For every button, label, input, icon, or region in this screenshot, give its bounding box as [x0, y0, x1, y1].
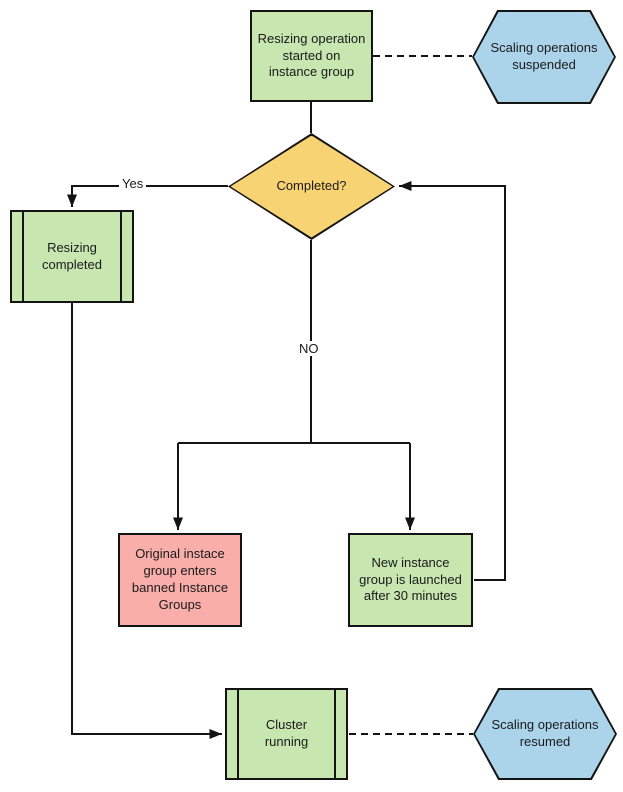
node-scaling-resumed[interactable]: Scaling operations resumed [473, 688, 617, 780]
node-resizing-completed-label: Resizing completed [42, 239, 102, 272]
hexagon-shape [475, 690, 615, 778]
node-resizing-completed[interactable]: Resizing completed [10, 210, 134, 303]
edge-label-no: NO [296, 341, 322, 356]
node-banned-instance-groups[interactable]: Original instace group enters banned Ins… [118, 533, 242, 627]
double-border-left-bar [237, 690, 239, 778]
edge-decision-yes-to-resizing-completed [67, 185, 228, 207]
node-scaling-resumed-label: Scaling operations resumed [491, 717, 599, 749]
edge-label-yes: Yes [119, 176, 147, 191]
edge-new-instance-back-to-decision [399, 181, 506, 581]
node-cluster-running[interactable]: Cluster running [225, 688, 348, 780]
double-border-left-bar [22, 212, 24, 301]
node-resizing-started[interactable]: Resizing operation started on instance g… [250, 10, 373, 102]
node-completed-decision-label: Completed? [276, 178, 347, 194]
double-border-right-bar [334, 690, 336, 778]
node-scaling-suspended[interactable]: Scaling operations suspended [472, 10, 616, 104]
node-new-instance-group-label: New instance group is launched after 30 … [359, 554, 462, 604]
node-banned-instance-groups-label: Original instace group enters banned Ins… [131, 546, 229, 612]
double-border-right-bar [120, 212, 122, 301]
hexagon-shape [474, 12, 614, 102]
node-resizing-started-label: Resizing operation started on instance g… [257, 30, 366, 80]
edge-resizing-completed-to-cluster [71, 303, 222, 739]
node-cluster-running-label: Cluster running [264, 717, 309, 749]
node-scaling-suspended-label: Scaling operations suspended [490, 40, 598, 72]
node-new-instance-group[interactable]: New instance group is launched after 30 … [348, 533, 473, 627]
